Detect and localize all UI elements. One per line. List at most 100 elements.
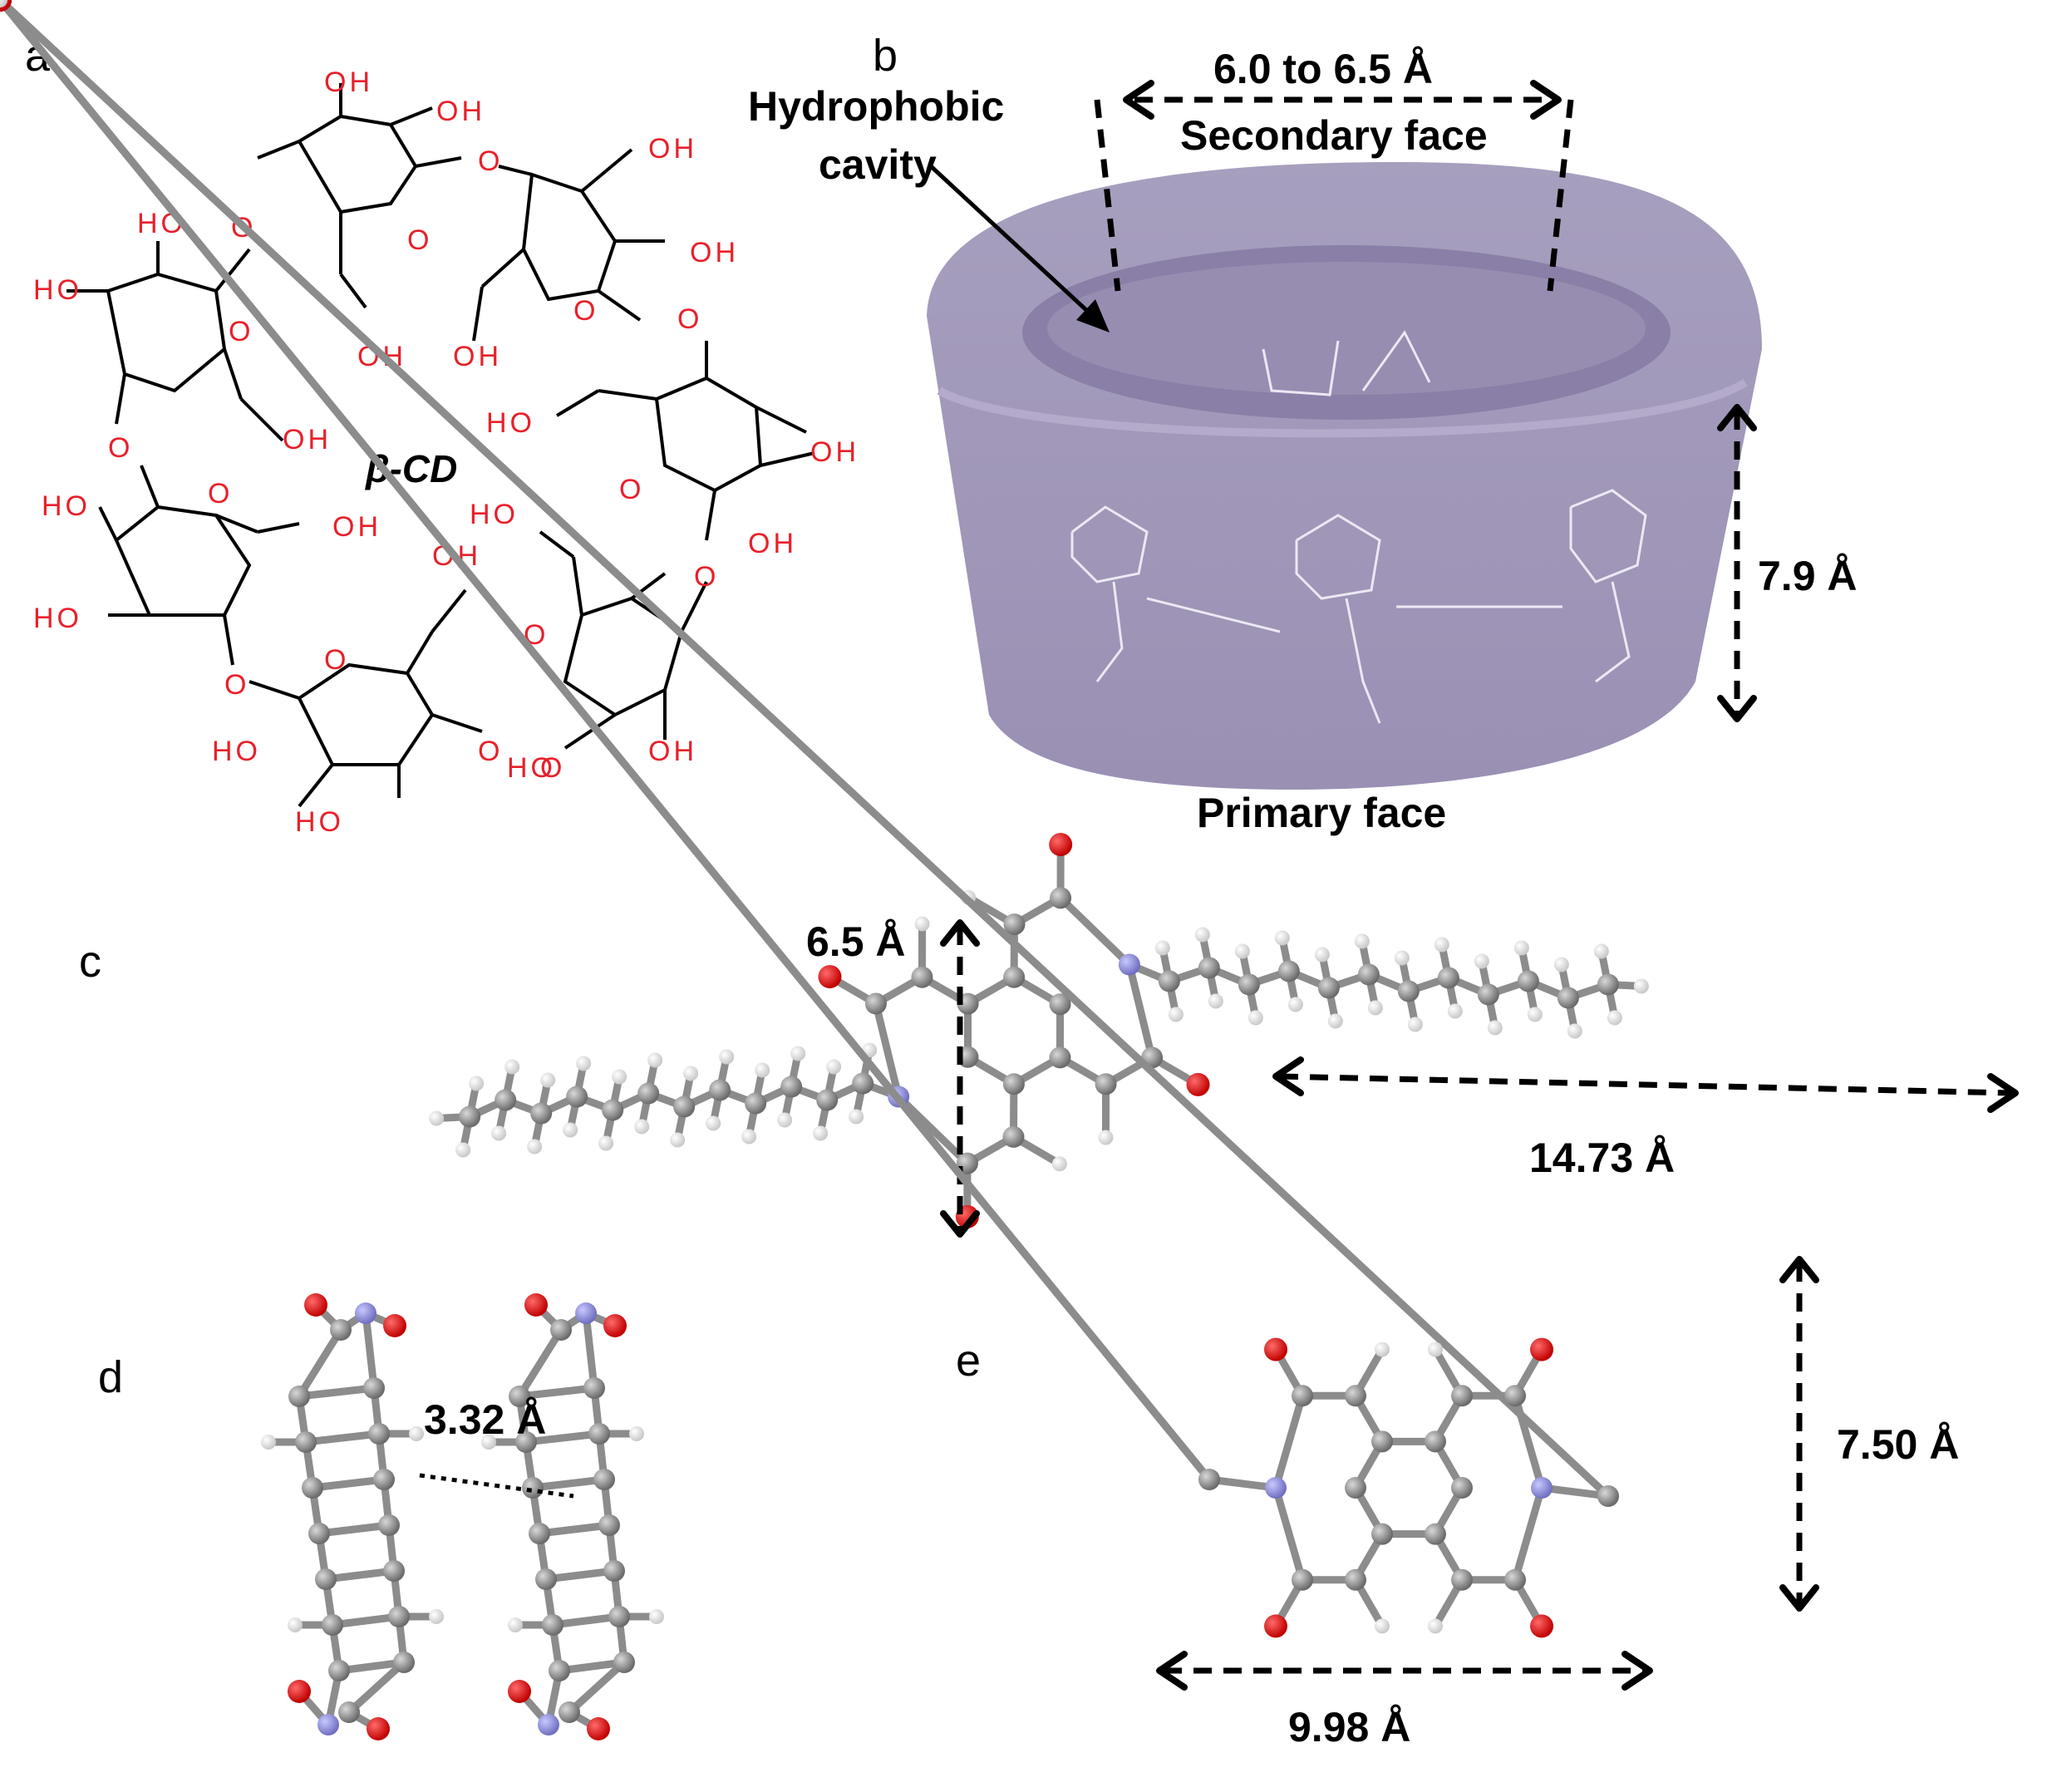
hydrogen-atom [469, 1076, 485, 1091]
ring-oxygen-label: O [229, 316, 253, 347]
carbon-atom [322, 1614, 343, 1636]
hydrogen-atom [261, 1435, 276, 1450]
hydrogen-atom [598, 1135, 614, 1151]
bond [872, 1000, 903, 1101]
carbon-atom [515, 1431, 537, 1453]
carbon-atom [602, 1099, 624, 1121]
hydroxyl-label: OH [648, 736, 697, 767]
rim-highlight [937, 378, 1748, 438]
hydrogen-atom [288, 1617, 303, 1632]
hydrogen-atom [1247, 1010, 1263, 1026]
atom-labels: OH OH O OH HO O O OH HO O O O OH OH HO O… [33, 66, 856, 838]
length-label: 9.98 Å [1288, 1704, 1410, 1750]
arrowhead-down [1717, 695, 1757, 722]
hydrogen-atom [1407, 1017, 1423, 1032]
ring-oxygen-label: O [407, 224, 432, 256]
hydroxyl-label: OH [436, 96, 485, 127]
arrowhead-right [1621, 1651, 1653, 1691]
hydrogen-atom [1434, 937, 1449, 953]
glucose-ring [555, 341, 815, 541]
glucose-ring [249, 588, 483, 808]
carbon-atom [1451, 1568, 1473, 1591]
carbon-atom [1095, 1073, 1117, 1095]
arrowhead-right [1987, 1073, 2019, 1113]
carbon-atom [1198, 1469, 1220, 1490]
carbon-atom [1504, 1568, 1526, 1591]
carbon-atom [315, 1568, 337, 1590]
stack-distance-label: 3.32 Å [424, 1396, 546, 1443]
hydroxyl-label: HO [212, 736, 261, 767]
stack-distance-line [419, 1473, 574, 1499]
carbon-atom [373, 1469, 395, 1490]
carbon-atom [1049, 1046, 1071, 1069]
carbon-atom [1198, 957, 1220, 979]
panel-e: e 7.50 Å 9.98 Å [0, 0, 1959, 1750]
panel-b: b Hydrophobic cavity 6.0 to 6.5 Å [748, 31, 1858, 836]
hydrogen-atom [1051, 1156, 1067, 1172]
hydrogen-atom [540, 1072, 556, 1088]
arrowhead-left [1156, 1651, 1188, 1691]
hydroxyl-label: OH [648, 133, 697, 165]
hydrogen-atom [527, 1139, 543, 1154]
carbon-atom [1557, 987, 1579, 1009]
hydrogen-atom [670, 1132, 686, 1148]
panel-label-d: d [98, 1352, 123, 1402]
bond [295, 1326, 345, 1401]
hydrogen-atom [1375, 1342, 1390, 1357]
carbon-atom [328, 1660, 350, 1681]
hydrogen-atom [481, 1435, 496, 1450]
chain-length-label: 14.73 Å [1529, 1135, 1675, 1181]
hydroxyl-label: OH [690, 237, 739, 268]
ring-oxygen-label: O [573, 295, 598, 327]
pi-stack-dimer [261, 1293, 664, 1740]
carbon-atom [1345, 1568, 1366, 1591]
bond [315, 1521, 393, 1538]
carbon-atom [1158, 970, 1180, 992]
hydrogen-atom [1447, 1003, 1463, 1019]
glucose-ring [98, 465, 300, 666]
hydrogen-atom [1513, 940, 1529, 956]
carbon-atom [495, 1089, 517, 1111]
hydrogen-atom [1314, 947, 1330, 962]
hydroxyl-label: OH [324, 66, 373, 98]
nitrogen-atom [1118, 953, 1140, 976]
carbon-atom [673, 1095, 696, 1118]
hydrogen-atom [647, 1052, 663, 1068]
bond [1272, 1484, 1307, 1584]
bond [535, 1521, 613, 1538]
ring-oxygen-label: O [619, 474, 644, 505]
oxygen-atom [1186, 1072, 1210, 1096]
hydroxyl-label: HO [507, 752, 556, 784]
hydrogen-atom [1428, 1342, 1443, 1357]
carbon-atom [593, 1469, 615, 1490]
oxygen-atom [304, 1293, 327, 1317]
hydroxyl-label: HO [33, 274, 82, 306]
panel-label-b: b [873, 31, 898, 81]
carbon-atom [330, 1319, 352, 1341]
hydrogen-atom [1394, 950, 1410, 966]
nitrogen-atom [317, 1714, 339, 1735]
hydrogen-atom [429, 1110, 445, 1126]
carbon-atom [509, 1386, 530, 1407]
bond [549, 1612, 623, 1629]
oxygen-atom [383, 1314, 406, 1337]
primary-face-label: Primary face [1197, 790, 1446, 836]
glucose-ring [539, 530, 708, 750]
hydrogen-atom [1375, 1618, 1390, 1634]
oxygen-atom [288, 1680, 311, 1703]
hydrogen-atom [1234, 943, 1250, 959]
panel-a: a [25, 31, 856, 838]
carbon-atom [745, 1092, 767, 1115]
carbon-atom [459, 1105, 481, 1128]
hydrogen-atom [491, 1125, 507, 1141]
bond [322, 1567, 398, 1583]
panel-d: d 3.32 Å [98, 1293, 664, 1740]
arrowhead-left [1272, 1056, 1304, 1096]
carbon-atom [1437, 967, 1459, 989]
height-label: 7.9 Å [1758, 553, 1858, 599]
hydrogen-atom [429, 1609, 444, 1624]
carbon-atom [1345, 1477, 1366, 1499]
bond [515, 1384, 598, 1401]
bond [345, 1658, 408, 1716]
